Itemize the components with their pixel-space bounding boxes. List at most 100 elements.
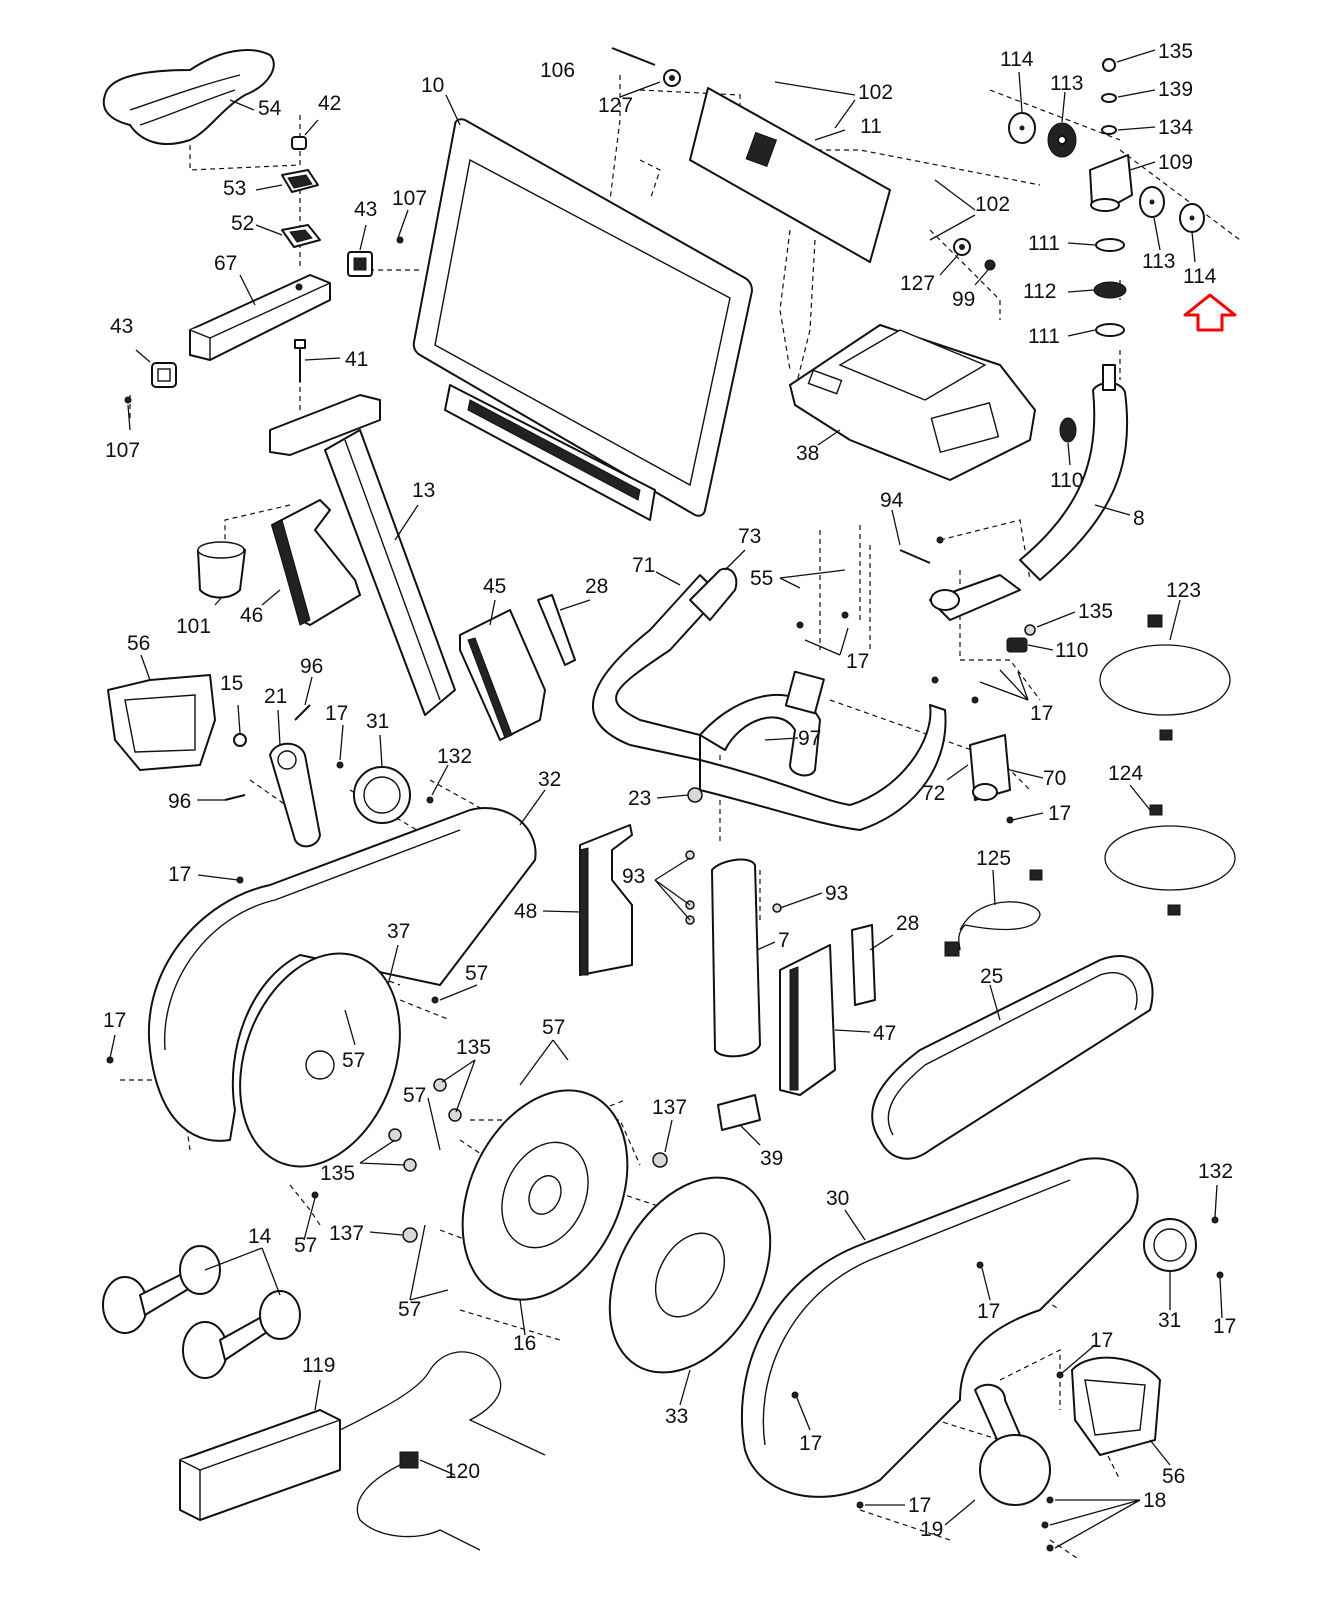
part-31-ring-right <box>1143 1218 1197 1272</box>
callout-label: 42 <box>318 92 341 115</box>
part-52-clamp <box>281 224 321 248</box>
callout-label: 72 <box>922 782 945 805</box>
part-16-flywheel <box>461 1089 629 1301</box>
callout-label: 96 <box>300 655 323 678</box>
callout-label: 38 <box>796 442 819 465</box>
part-99-nut <box>984 259 996 271</box>
callout-label: 30 <box>826 1187 849 1210</box>
callout-label: 17 <box>103 1009 126 1032</box>
callout-label: 114 <box>1183 265 1217 288</box>
part-110-knob-lower <box>1006 637 1028 653</box>
callout-label: 43 <box>110 315 133 338</box>
callout-label: 110 <box>1055 639 1088 662</box>
callout-label: 137 <box>652 1096 687 1119</box>
callout-label: 54 <box>258 97 282 120</box>
callout-label: 114 <box>1000 48 1034 71</box>
callout-label: 135 <box>320 1162 355 1185</box>
callout-label: 127 <box>900 272 935 295</box>
callout-label: 33 <box>665 1405 688 1428</box>
callout-label: 14 <box>248 1225 272 1248</box>
part-31-ring-left <box>353 766 411 824</box>
callout-label: 25 <box>980 965 1003 988</box>
callout-label: 111 <box>1028 325 1060 348</box>
callout-label: 17 <box>799 1432 822 1455</box>
callout-label: 53 <box>223 177 246 200</box>
callout-label: 107 <box>105 439 140 462</box>
callout-label: 71 <box>632 554 655 577</box>
callout-label: 17 <box>1030 702 1053 725</box>
callout-label: 23 <box>628 787 651 810</box>
callout-label: 7 <box>778 929 790 952</box>
callout-label: 28 <box>585 575 608 598</box>
part-70-clamp <box>969 734 1011 801</box>
callout-label: 56 <box>1162 1465 1185 1488</box>
part-43-cap <box>347 251 373 277</box>
callout-label: 21 <box>264 685 287 708</box>
part-47-shroud <box>779 944 836 1096</box>
part-120-cord <box>356 1451 481 1551</box>
part-33-cover <box>608 1176 772 1374</box>
part-46-shroud <box>271 499 361 626</box>
callout-label: 8 <box>1133 507 1145 530</box>
callout-labels: 10 11 102 102 106 127 127 99 54 42 53 52… <box>103 40 1236 1541</box>
part-67-seat-slider <box>189 274 331 361</box>
callout-label: 101 <box>176 615 211 638</box>
part-101-knob <box>197 541 246 599</box>
callout-label: 32 <box>538 768 561 791</box>
part-14-foot-lower <box>182 1290 301 1379</box>
callout-label: 132 <box>1198 1160 1233 1183</box>
callout-label: 46 <box>240 604 263 627</box>
part-111-bearing-upper <box>1095 238 1125 252</box>
callout-label: 28 <box>896 912 919 935</box>
callout-label: 113 <box>1142 250 1175 273</box>
part-94-bolt <box>899 549 931 564</box>
part-42-bolt <box>291 136 307 150</box>
part-bracket <box>929 574 1021 621</box>
callout-label: 39 <box>760 1147 783 1170</box>
callout-label: 106 <box>540 59 575 82</box>
callout-label: 57 <box>294 1234 317 1257</box>
part-109-pivot <box>1089 154 1133 212</box>
callout-label: 17 <box>1048 802 1071 825</box>
callout-label: 99 <box>952 288 975 311</box>
callout-label: 17 <box>1213 1315 1236 1338</box>
part-54-seat <box>102 49 275 145</box>
part-127-washer-top <box>663 69 681 87</box>
callout-label: 139 <box>1158 78 1193 101</box>
callout-label: 120 <box>445 1460 480 1483</box>
callout-label: 102 <box>975 193 1010 216</box>
part-119-adapter <box>179 1351 546 1521</box>
callout-label: 48 <box>514 900 537 923</box>
part-8-upright <box>1019 364 1129 581</box>
part-125-cable <box>944 869 1043 957</box>
callout-label: 56 <box>127 632 150 655</box>
callout-label: 96 <box>168 790 191 813</box>
part-43-cap-left <box>151 362 177 388</box>
callout-label: 132 <box>437 745 472 768</box>
callout-label: 135 <box>1078 600 1113 623</box>
part-32-shield <box>147 807 537 1142</box>
callout-label: 17 <box>168 863 191 886</box>
callout-label: 17 <box>1090 1329 1113 1352</box>
callout-label: 16 <box>513 1332 536 1355</box>
callout-label: 93 <box>825 882 848 905</box>
part-7-mast <box>711 858 761 1058</box>
callout-label: 47 <box>873 1022 896 1045</box>
callout-label: 57 <box>342 1049 365 1072</box>
callout-label: 124 <box>1108 762 1143 785</box>
part-38-tray <box>789 324 1036 481</box>
part-13-seat-post <box>269 394 456 716</box>
hardware-dots <box>106 236 1224 1552</box>
callout-label: 73 <box>738 525 761 548</box>
callout-label: 10 <box>421 74 444 97</box>
callout-label: 93 <box>622 865 645 888</box>
callout-label: 57 <box>542 1016 565 1039</box>
part-127-washer-right <box>953 238 971 256</box>
callout-label: 43 <box>354 198 377 221</box>
callout-label: 112 <box>1023 280 1056 303</box>
part-114-washer-left <box>1008 112 1036 144</box>
callout-label: 55 <box>750 567 773 590</box>
part-135-nut-top <box>1102 58 1116 72</box>
callout-label: 110 <box>1050 469 1083 492</box>
callout-label: 134 <box>1158 116 1193 139</box>
